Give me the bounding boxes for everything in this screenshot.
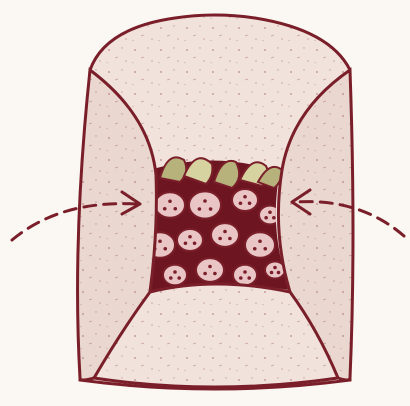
filling-speck <box>270 271 274 275</box>
filling-piece <box>177 229 203 251</box>
filling-piece <box>189 191 221 218</box>
filling-piece <box>163 265 187 285</box>
filling-speck <box>247 276 251 280</box>
filling-speck <box>169 276 173 280</box>
filling-speck <box>272 216 276 220</box>
filling-speck <box>253 247 257 251</box>
filling-speck <box>203 199 207 203</box>
filling-speck <box>264 216 268 220</box>
filling-speck <box>239 276 243 280</box>
filling-piece <box>232 189 258 211</box>
filling-speck <box>193 241 197 245</box>
filling-piece <box>233 265 257 285</box>
filling-piece <box>211 223 239 247</box>
filling-speck <box>163 247 167 251</box>
filling-speck <box>239 201 243 205</box>
filling-speck <box>168 199 172 203</box>
filling-speck <box>203 272 207 276</box>
filling-speck <box>218 237 222 241</box>
filling-speck <box>273 266 277 270</box>
filling-speck <box>188 235 192 239</box>
filling-speck <box>248 201 252 205</box>
filling-speck <box>208 265 212 269</box>
filling-speck <box>209 207 213 211</box>
filling-speck <box>277 271 281 275</box>
filling-speck <box>223 230 227 234</box>
filling-speck <box>243 270 247 274</box>
filling-piece <box>155 192 185 218</box>
filling-speck <box>213 272 217 276</box>
filling-speck <box>268 210 272 214</box>
filling-speck <box>228 237 232 241</box>
filling-speck <box>163 207 167 211</box>
filling-speck <box>173 270 177 274</box>
filling-piece <box>196 258 224 282</box>
filling-speck <box>173 207 177 211</box>
filling-speck <box>184 241 188 245</box>
filling-piece <box>245 232 275 258</box>
filling-speck <box>243 195 247 199</box>
filling-speck <box>158 239 162 243</box>
filling-speck <box>198 207 202 211</box>
filling-speck <box>263 247 267 251</box>
filling-speck <box>258 239 262 243</box>
filling-speck <box>177 276 181 280</box>
